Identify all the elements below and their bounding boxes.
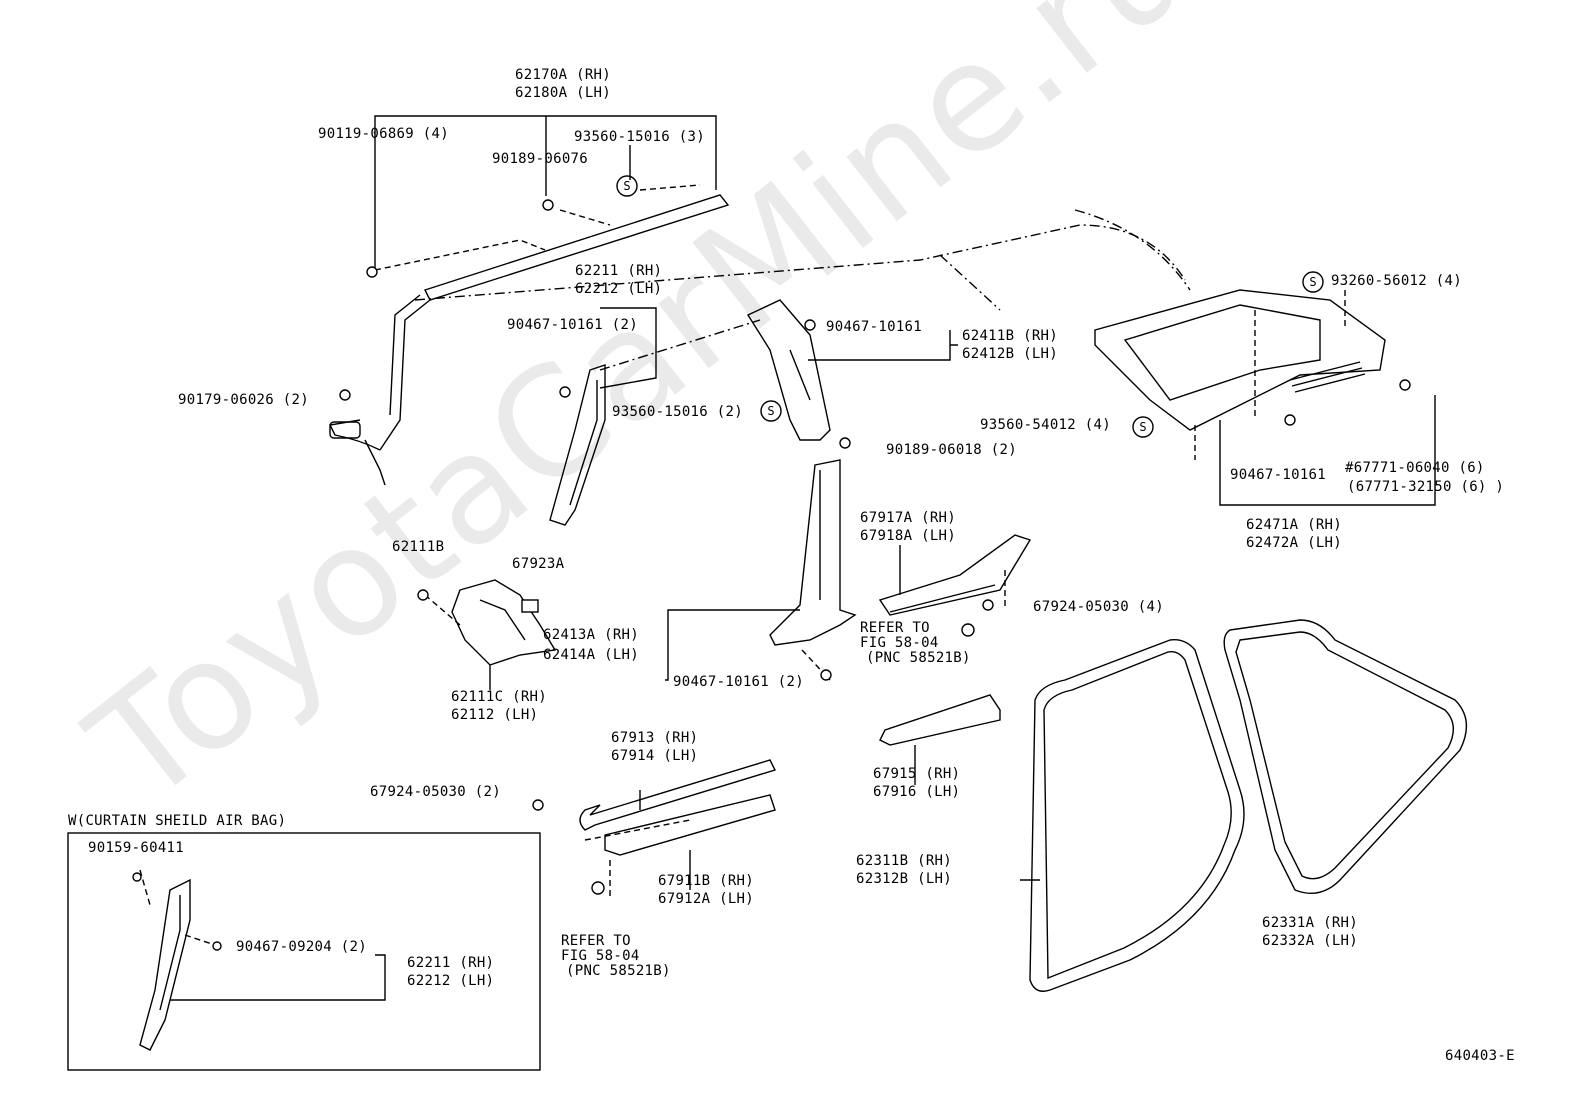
- label-93560-54012: 93560-54012 (4): [980, 417, 1111, 433]
- roof-outline-inner: [939, 209, 1191, 311]
- label-refer-2-line2: FIG 58-04: [561, 948, 640, 964]
- label-67914: 67914 (LH): [611, 748, 699, 764]
- s-clip-label: S: [1139, 420, 1146, 434]
- label-67916: 67916 (LH): [873, 784, 961, 800]
- label-62332A: 62332A (LH): [1262, 933, 1359, 949]
- label-62111C: 62111C (RH): [451, 689, 548, 705]
- inset-frame: [67, 832, 541, 1071]
- b-pillar-lower-garnish: [769, 459, 857, 646]
- s-clip-symbol: [1132, 416, 1154, 438]
- label-67771-06040: #67771-06040 (6): [1345, 460, 1485, 476]
- label-62412B: 62412B (LH): [962, 346, 1059, 362]
- label-62413A: 62413A (RH): [543, 627, 640, 643]
- label-62411B: 62411B (RH): [962, 328, 1059, 344]
- b-pillar-upper-garnish: [746, 299, 831, 441]
- label-90179-06026: 90179-06026 (2): [178, 392, 309, 408]
- inset-caption: W(CURTAIN SHEILD AIR BAG): [68, 813, 287, 829]
- label-90467-10161-2b: 90467-10161 (2): [673, 674, 804, 690]
- label-refer-1-line3: (PNC 58521B): [866, 650, 971, 666]
- label-refer-1-line1: REFER TO: [860, 620, 930, 636]
- leader-62471A: [1219, 395, 1436, 506]
- label-67918A: 67918A (LH): [860, 528, 957, 544]
- label-62112: 62112 (LH): [451, 707, 539, 723]
- step-cover: [879, 694, 1001, 746]
- label-62471A: 62471A (RH): [1246, 517, 1343, 533]
- label-62180A: 62180A (LH): [515, 85, 612, 101]
- label-refer-2-line3: (PNC 58521B): [566, 963, 671, 979]
- label-62211: 62211 (RH): [575, 263, 663, 279]
- fasteners: [132, 199, 1411, 951]
- label-67911B: 67911B (RH): [658, 873, 755, 889]
- curtain-airbag-rail: [328, 194, 730, 486]
- figure-code: 640403-E: [1445, 1048, 1515, 1064]
- label-refer-1-line2: FIG 58-04: [860, 635, 939, 651]
- label-62111B: 62111B: [392, 539, 445, 555]
- label-inset-90467-09204: 90467-09204 (2): [236, 939, 367, 955]
- label-67917A: 67917A (RH): [860, 510, 957, 526]
- label-93560-15016-3: 93560-15016 (3): [574, 129, 705, 145]
- front-door-weatherstrip: [1029, 639, 1245, 992]
- label-inset-62212: 62212 (LH): [407, 973, 495, 989]
- label-67771-32150: (67771-32150 (6) ): [1347, 479, 1505, 495]
- kick-panel: [451, 579, 557, 666]
- label-inset-62211: 62211 (RH): [407, 955, 495, 971]
- rear-door-weatherstrip: [1223, 619, 1468, 894]
- label-90467-10161-c: 90467-10161: [1230, 467, 1327, 483]
- leader-62413A: [665, 609, 800, 681]
- label-62312B: 62312B (LH): [856, 871, 953, 887]
- rear-scuff-plate: [878, 534, 1032, 616]
- leader-62411B: [808, 330, 958, 361]
- label-67915: 67915 (RH): [873, 766, 961, 782]
- label-67912A: 67912A (LH): [658, 891, 755, 907]
- s-clip-label: S: [623, 179, 630, 193]
- label-67913: 67913 (RH): [611, 730, 699, 746]
- label-90189-06018: 90189-06018 (2): [886, 442, 1017, 458]
- label-62170A: 62170A (RH): [515, 67, 612, 83]
- front-scuff-plate: [579, 759, 776, 856]
- label-67923A: 67923A: [512, 556, 565, 572]
- body-line: [599, 319, 761, 371]
- label-62472A: 62472A (LH): [1246, 535, 1343, 551]
- label-90119-06869: 90119-06869 (4): [318, 126, 449, 142]
- s-clip-label: S: [1309, 275, 1316, 289]
- label-90467-10161-2a: 90467-10161 (2): [507, 317, 638, 333]
- label-67924-05030-2: 67924-05030 (2): [370, 784, 501, 800]
- label-90189-06076: 90189-06076: [492, 151, 589, 167]
- label-62212: 62212 (LH): [575, 281, 663, 297]
- s-clip-symbol: [760, 400, 782, 422]
- label-93260-56012: 93260-56012 (4): [1331, 273, 1462, 289]
- label-67924-05030-4: 67924-05030 (4): [1033, 599, 1164, 615]
- s-clip-symbol: [1302, 271, 1324, 293]
- label-93560-15016-2: 93560-15016 (2): [612, 404, 743, 420]
- s-clip-symbol: [616, 175, 638, 197]
- leader-62211: [599, 307, 657, 389]
- inset-a-pillar: [139, 878, 191, 1051]
- quarter-trim-panel: [1094, 289, 1386, 431]
- label-62311B: 62311B (RH): [856, 853, 953, 869]
- a-pillar-garnish: [549, 364, 606, 526]
- label-62331A: 62331A (RH): [1262, 915, 1359, 931]
- label-90467-10161-b: 90467-10161: [826, 319, 923, 335]
- label-62414A: 62414A (LH): [543, 647, 640, 663]
- label-refer-2-line1: REFER TO: [561, 933, 631, 949]
- label-inset-90159-60411: 90159-60411: [88, 840, 185, 856]
- s-clip-label: S: [767, 404, 774, 418]
- inset-leader: [170, 954, 386, 1001]
